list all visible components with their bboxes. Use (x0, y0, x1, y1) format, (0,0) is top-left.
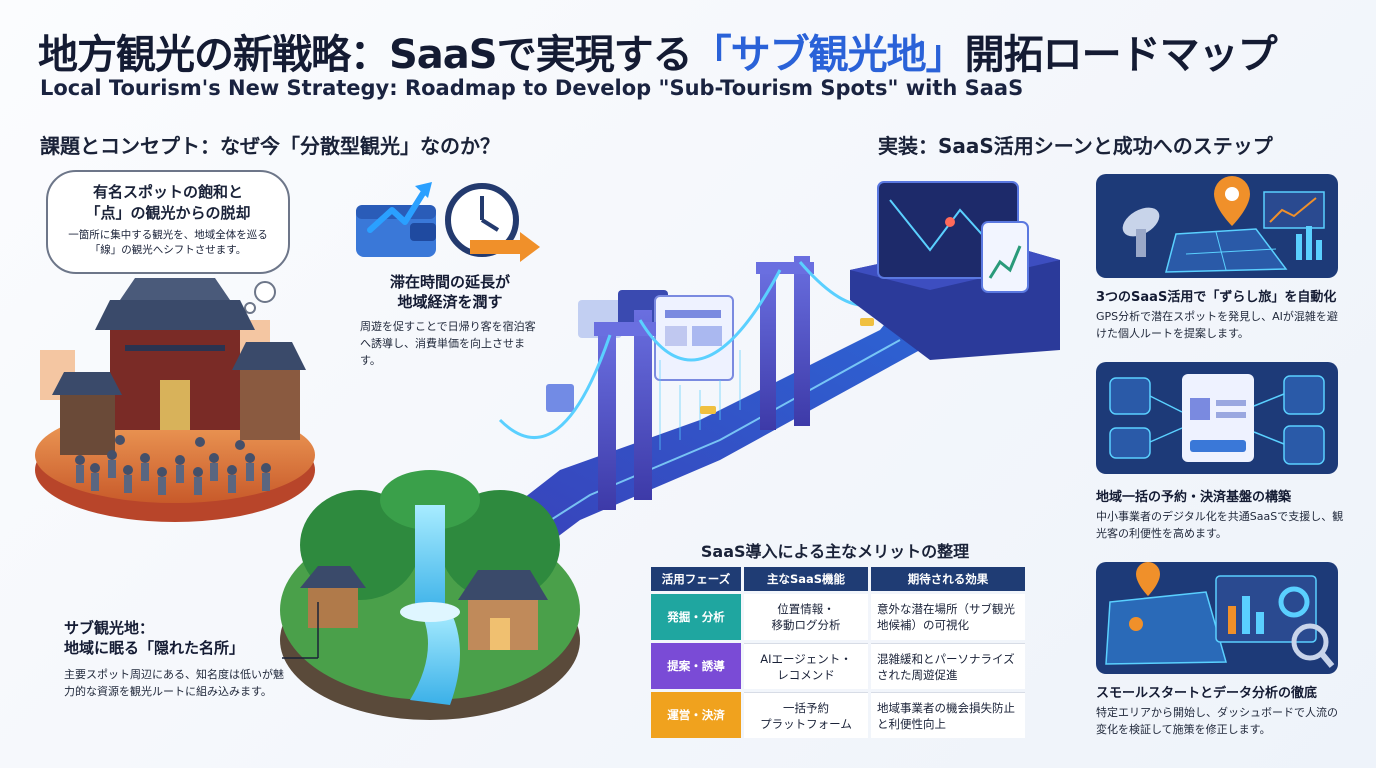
col-header-function: 主なSaaS機能 (744, 567, 868, 591)
function-line2: プラットフォーム (760, 716, 852, 731)
function-cell: AIエージェント・レコメンド (744, 643, 868, 689)
phase-cell: 運営・決済 (651, 692, 741, 738)
left-section-heading: 課題とコンセプト：なぜ今「分散型観光」なのか？ (40, 134, 500, 158)
dashboard-map-icon (1096, 562, 1338, 674)
sub-title-line2: 地域に眠る「隠れた名所」 (64, 639, 245, 657)
step-card-2-body: 中小事業者のデジタル化を共通SaaSで支援し、観光客の利便性を高めます。 (1096, 510, 1344, 540)
title-accent: 「サブ観光地」 (691, 32, 966, 78)
effect-cell: 地域事業者の機会損失防止と利便性向上 (871, 692, 1025, 738)
bridge-road (470, 256, 1050, 580)
stay-title-line1: 滞在時間の延長が (389, 273, 510, 291)
thought-dot-large (254, 281, 276, 303)
function-cell: 位置情報・移動ログ分析 (744, 594, 868, 640)
effect-cell: 意外な潜在場所（サブ観光地候補）の可視化 (871, 594, 1025, 640)
right-section-heading: 実装：SaaS活用シーンと成功へのステップ (878, 134, 1273, 158)
crowded-city-island-icon (35, 278, 315, 522)
step-card-2: 地域一括の予約・決済基盤の構築 中小事業者のデジタル化を共通SaaSで支援し、観… (1096, 488, 1346, 542)
merit-table: 活用フェーズ 主なSaaS機能 期待される効果 発掘・分析 位置情報・移動ログ分… (648, 564, 1028, 741)
table-row: 発掘・分析 位置情報・移動ログ分析 意外な潜在場所（サブ観光地候補）の可視化 (651, 594, 1025, 640)
bubble-title-line2: 「点」の観光からの脱却 (85, 204, 251, 222)
sub-body: 主要スポット周辺にある、知名度は低いが魅力的な資源を観光ルートに組み込みます。 (64, 668, 284, 698)
concept-speech-bubble: 有名スポットの飽和と 「点」の観光からの脱却 一箇所に集中する観光を、地域全体を… (46, 170, 290, 274)
sub-spot-block: サブ観光地： 地域に眠る「隠れた名所」 主要スポット周辺にある、知名度は低いが魅… (64, 618, 294, 700)
gps-analysis-icon (1096, 174, 1338, 278)
function-line1: 位置情報・ (777, 602, 835, 616)
title-tail: 開拓ロードマップ (964, 32, 1278, 78)
phase-cell: 発掘・分析 (651, 594, 741, 640)
function-line1: 一括予約 (783, 700, 829, 715)
step-card-3: スモールスタートとデータ分析の徹底 特定エリアから開始し、ダッシュボードで人流の… (1096, 684, 1346, 738)
step-card-2-title: 地域一括の予約・決済基盤の構築 (1096, 490, 1292, 505)
nature-island-waterfall-icon (280, 470, 580, 720)
wallet-growth-icon (356, 182, 436, 257)
effect-cell: 混雑緩和とパーソナライズされた周遊促進 (871, 643, 1025, 689)
function-line2: 移動ログ分析 (771, 618, 841, 632)
col-header-phase: 活用フェーズ (651, 567, 741, 591)
title-main: 地方観光の新戦略：SaaSで実現する (38, 32, 693, 78)
sub-title-line1: サブ観光地： (64, 619, 155, 637)
step-card-1-title: 3つのSaaS活用で「ずらし旅」を自動化 (1096, 290, 1337, 305)
digital-city-platform (850, 181, 1060, 360)
col-header-effect: 期待される効果 (871, 567, 1025, 591)
function-cell: 一括予約プラットフォーム (744, 692, 868, 738)
merit-table-title: SaaS導入による主なメリットの整理 (700, 542, 970, 561)
table-row: 運営・決済 一括予約プラットフォーム 地域事業者の機会損失防止と利便性向上 (651, 692, 1025, 738)
phase-cell: 提案・誘導 (651, 643, 741, 689)
merit-table-header-row: 活用フェーズ 主なSaaS機能 期待される効果 (651, 567, 1025, 591)
step-card-1: 3つのSaaS活用で「ずらし旅」を自動化 GPS分析で潜在スポットを発見し、AI… (1096, 288, 1346, 342)
page-title: 地方観光の新戦略：SaaSで実現する「サブ観光地」開拓ロードマップ (38, 22, 1278, 80)
function-line2: レコメンド (777, 667, 835, 682)
bubble-title-line1: 有名スポットの飽和と (92, 183, 243, 201)
step-card-1-body: GPS分析で潜在スポットを発見し、AIが混雑を避けた個人ルートを提案します。 (1096, 310, 1338, 340)
thought-dot-small (244, 302, 256, 314)
stay-extension-block: 滞在時間の延長が 地域経済を潤す 周遊を促すことで日帰り客を宿泊客へ誘導し、消費… (360, 272, 540, 369)
bubble-body: 一箇所に集中する観光を、地域全体を巡る「線」の観光へシフトさせます。 (68, 229, 268, 256)
step-card-3-body: 特定エリアから開始し、ダッシュボードで人流の変化を検証して施策を修正します。 (1096, 706, 1338, 736)
stay-body: 周遊を促すことで日帰り客を宿泊客へ誘導し、消費単価を向上させます。 (360, 320, 536, 367)
function-line1: AIエージェント・ (760, 651, 852, 666)
stay-title-line2: 地域経済を潤す (397, 293, 503, 311)
table-row: 提案・誘導 AIエージェント・レコメンド 混雑緩和とパーソナライズされた周遊促進 (651, 643, 1025, 689)
clock-icon (445, 183, 540, 262)
booking-platform-icon (1096, 362, 1338, 474)
step-card-3-title: スモールスタートとデータ分析の徹底 (1096, 686, 1318, 701)
page-subtitle: Local Tourism's New Strategy: Roadmap to… (40, 76, 1024, 100)
